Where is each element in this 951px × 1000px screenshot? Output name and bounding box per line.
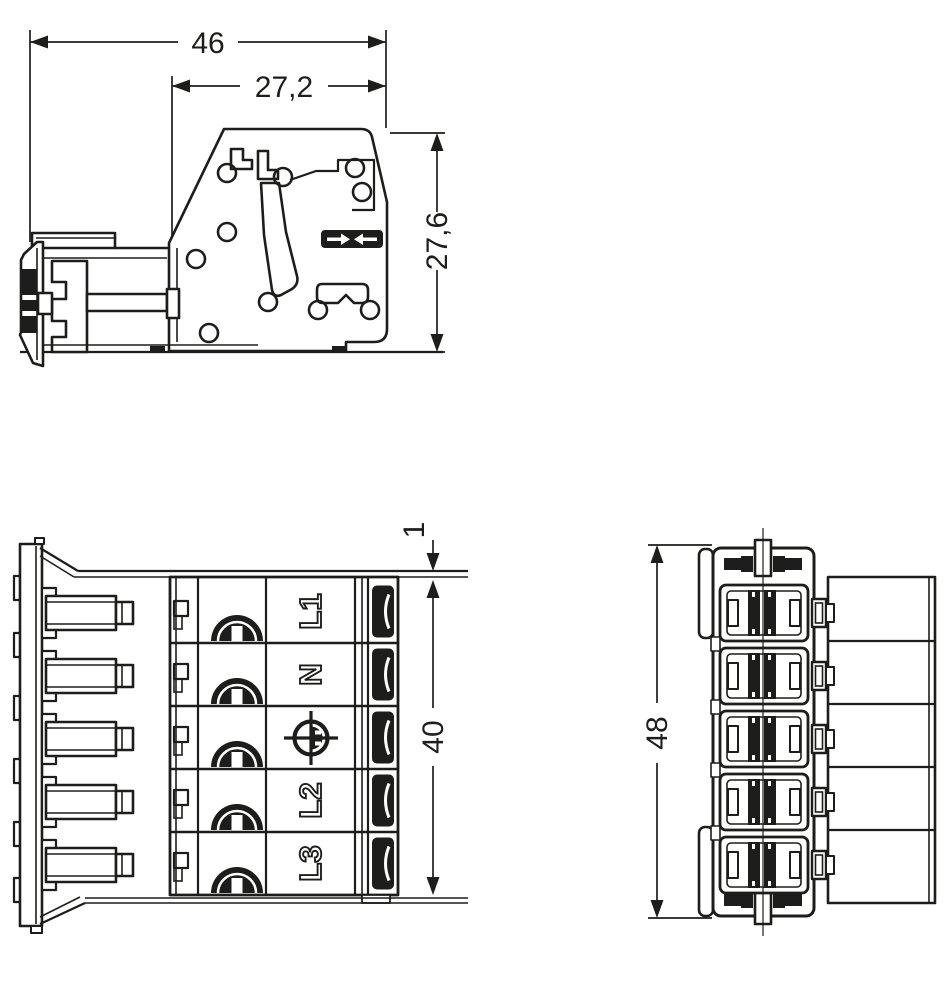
dimension-arrow (368, 35, 386, 49)
dimension-clamp-height: 27,6 (390, 132, 454, 353)
dimension-text-clamp-width: 27,2 (255, 71, 313, 104)
locking-tab (810, 660, 836, 692)
plate-cutout (229, 147, 254, 171)
dimension-total-width: 46 (29, 27, 387, 242)
flange-funnel (39, 902, 86, 925)
contact-slot (370, 647, 396, 702)
terminal-label: L3 (293, 845, 328, 881)
front-view: L1 N L2 L3 1 (12, 522, 468, 934)
lever-slot (259, 181, 299, 298)
dimension-body-height: 40 (417, 598, 450, 895)
contact-block (22, 300, 37, 311)
dimension-text-clamp-height: 27,6 (421, 212, 454, 270)
pole-module (718, 709, 810, 769)
dimension-arrow (430, 334, 444, 352)
plate-cutout (256, 149, 280, 181)
plate-cutout (315, 282, 370, 305)
flange-funnel (39, 547, 79, 572)
dimension-text-overall-height: 48 (641, 716, 674, 749)
pin-contacts (40, 586, 135, 892)
guide-rail (697, 547, 715, 640)
connector-body (168, 575, 400, 904)
pin-contact (44, 594, 135, 632)
dimension-text-flange-thickness: 1 (398, 522, 431, 539)
dimension-arrow (650, 900, 664, 918)
flange-edge-band (74, 569, 468, 904)
dimension-arrow (426, 580, 440, 598)
pole-module (718, 583, 810, 643)
pin-contact (44, 846, 135, 884)
pin-contact (44, 783, 135, 821)
pole-module (718, 646, 810, 706)
dimension-arrow (426, 553, 440, 571)
contact-slot (370, 773, 396, 828)
terminal-label: N (293, 663, 328, 685)
clamping-plate (20, 127, 443, 354)
dimension-text-total-width: 46 (191, 27, 224, 60)
rear-housing (826, 575, 937, 905)
locking-tab (810, 786, 836, 818)
terminal-labels: L1 N L2 L3 (284, 592, 338, 883)
terminal-label: L2 (293, 782, 328, 818)
locking-tab (810, 597, 836, 629)
dimension-arrow (650, 545, 664, 563)
contact-slot (370, 710, 396, 765)
dimension-clamp-width: 27,2 (171, 71, 386, 240)
pole-module (718, 772, 810, 832)
dimension-arrow (172, 79, 190, 93)
cable-entry-marking (321, 230, 383, 248)
pin-contact (44, 720, 135, 758)
locking-latch (50, 259, 89, 354)
terminal-label: L1 (293, 593, 328, 629)
pin-contact (44, 657, 135, 695)
dimension-arrow (430, 133, 444, 151)
contact-block (22, 316, 37, 333)
contact-block (22, 269, 37, 295)
socket-body (710, 528, 836, 936)
dimension-flange-thickness: 1 (398, 522, 440, 598)
contact-slot (370, 584, 396, 639)
contact-slot (370, 836, 396, 891)
dimension-arrow (426, 877, 440, 895)
dimension-arrow (368, 79, 386, 93)
dimension-overall-height: 48 (641, 544, 712, 919)
protective-earth-symbol (284, 711, 338, 765)
locking-tab (810, 723, 836, 755)
dimension-text-body-height: 40 (417, 720, 450, 753)
pin-blade (85, 292, 169, 313)
mating-face-view: 48 (641, 528, 937, 936)
side-view: 46 27,2 27,6 (18, 27, 454, 368)
mounting-flange (12, 537, 86, 934)
plate-contour (289, 158, 376, 212)
pole-module (718, 835, 810, 895)
dimension-arrow (30, 35, 48, 49)
plug-housing (18, 231, 258, 368)
locking-tab (810, 849, 836, 881)
